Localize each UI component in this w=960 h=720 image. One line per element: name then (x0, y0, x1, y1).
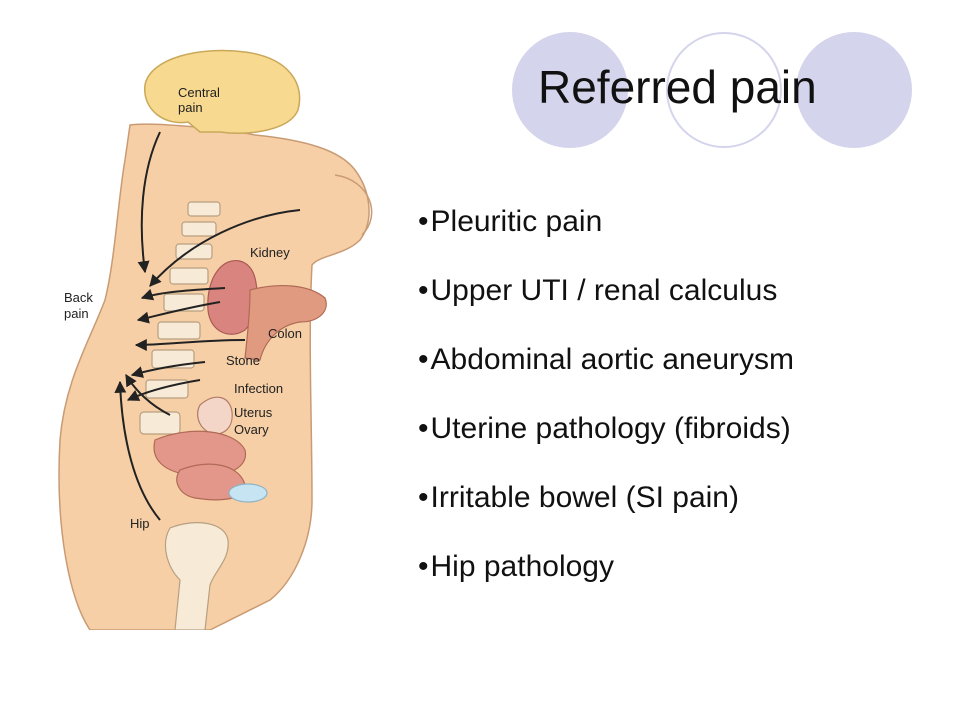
bullet-marker: • (418, 343, 429, 376)
bullet-marker: • (418, 550, 429, 583)
ovary-shape (153, 430, 247, 477)
label-uterus: Uterus (234, 405, 273, 420)
referred-pain-illustration: Central pain (50, 40, 390, 630)
anatomy-diagram: Central pain (58, 49, 373, 630)
label-stone: Stone (226, 353, 260, 368)
bullet-item: •Hip pathology (418, 541, 794, 610)
label-back-pain-line2: pain (64, 306, 89, 321)
bullet-text: Irritable bowel (SI pain) (430, 481, 739, 514)
label-central-pain-line1: Central (178, 85, 220, 100)
slide-title: Referred pain (538, 61, 817, 113)
bullet-item: •Upper UTI / renal calculus (418, 265, 794, 334)
bullet-text: Hip pathology (430, 550, 614, 583)
bullet-text: Uterine pathology (fibroids) (430, 412, 791, 445)
label-colon: Colon (268, 326, 302, 341)
decorative-circle-right (796, 32, 912, 148)
bullet-marker: • (418, 412, 429, 445)
bullet-item: •Pleuritic pain (418, 196, 794, 265)
torso-body (58, 123, 370, 630)
bullet-item: •Irritable bowel (SI pain) (418, 472, 794, 541)
breast-outline (334, 174, 373, 236)
brain-shape (144, 49, 301, 134)
bullet-text: Abdominal aortic aneurysm (430, 343, 795, 376)
bullet-item: •Uterine pathology (fibroids) (418, 403, 794, 472)
bullet-text: Pleuritic pain (430, 205, 603, 238)
label-back-pain-line1: Back (64, 290, 93, 305)
label-infection: Infection (234, 381, 283, 396)
bullet-marker: • (418, 205, 429, 238)
bullet-text: Upper UTI / renal calculus (430, 274, 778, 307)
spine (139, 201, 221, 435)
decorative-circle-middle (666, 32, 782, 148)
colon-shape (244, 285, 327, 361)
label-central-pain-line2: pain (178, 100, 203, 115)
label-hip: Hip (130, 516, 150, 531)
label-ovary: Ovary (234, 422, 269, 437)
hip-bone-shape (165, 522, 229, 630)
kidney-shape (207, 260, 258, 335)
bullet-marker: • (418, 274, 429, 307)
bullet-marker: • (418, 481, 429, 514)
pubic-bladder-shape (228, 483, 268, 503)
label-kidney: Kidney (250, 245, 290, 260)
uterus-shape (197, 396, 233, 435)
pain-arrows (114, 131, 301, 521)
decorative-circle-left (512, 32, 628, 148)
bullet-list: •Pleuritic pain •Upper UTI / renal calcu… (418, 196, 794, 610)
bullet-item: •Abdominal aortic aneurysm (418, 334, 794, 403)
